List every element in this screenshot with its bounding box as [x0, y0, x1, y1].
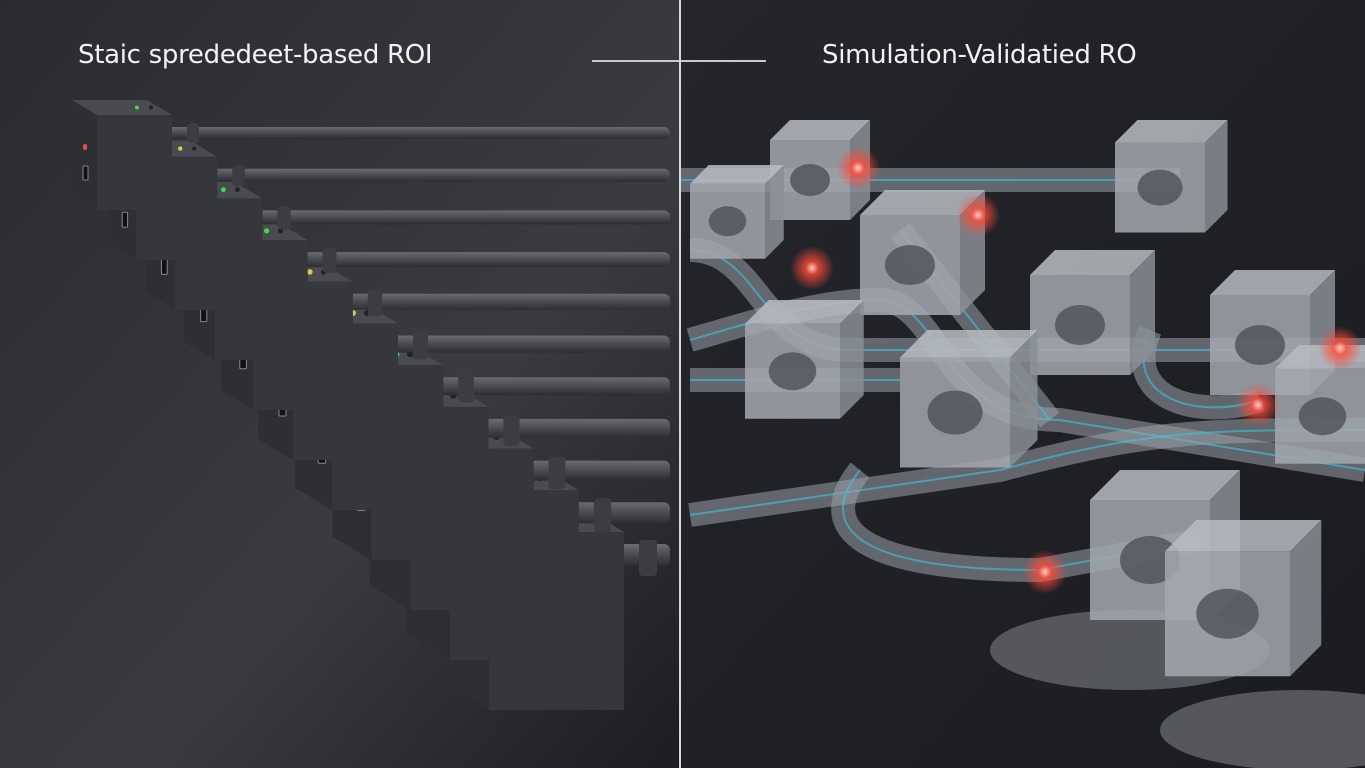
pipe [342, 293, 670, 310]
button-dot [149, 105, 153, 110]
fluid-blob [1298, 397, 1347, 436]
left-panel-title: Staic sprededeet-based ROI [78, 40, 433, 70]
pipe [207, 168, 670, 182]
status-led [264, 228, 270, 234]
cube-top [770, 120, 870, 140]
pipe-coupling [232, 164, 245, 187]
sensor-box-top [72, 100, 172, 115]
cube-top [860, 190, 985, 215]
leak-glow [836, 146, 880, 190]
side-led [83, 144, 87, 150]
cube-side [1290, 520, 1322, 677]
fluid-blob [790, 164, 830, 196]
fluid-blob [927, 390, 983, 435]
fluid-blob [768, 352, 817, 391]
status-led [307, 269, 313, 275]
water-puddle [1160, 690, 1365, 768]
button-dot [235, 187, 240, 193]
cube-side [1205, 120, 1228, 233]
cube-top [1090, 470, 1240, 500]
pipe-coupling [593, 498, 612, 533]
cube-top [745, 300, 864, 324]
cube-top [1030, 250, 1155, 275]
pipe-coupling [367, 289, 383, 317]
pipe-coupling [322, 248, 337, 273]
button-dot [192, 146, 197, 151]
port [160, 257, 168, 275]
leak-glow [1023, 550, 1067, 594]
cube-top [900, 330, 1038, 358]
cube-side [765, 165, 784, 259]
port [121, 211, 129, 228]
pipe-coupling [277, 206, 291, 230]
leak-glow [1318, 326, 1362, 370]
sensor-box-front [97, 115, 172, 210]
panel-divider [679, 0, 681, 768]
leak-glow [790, 246, 834, 290]
pipe [252, 210, 670, 225]
pipe-coupling [548, 456, 566, 490]
status-led [221, 187, 226, 193]
fluid-blob [885, 245, 935, 285]
fluid-blob [1137, 169, 1183, 206]
pipe-coupling [413, 331, 428, 360]
fluid-blob [1196, 588, 1259, 639]
sensor-boxes-group [72, 100, 670, 710]
pipe [388, 335, 670, 353]
pipe [523, 460, 670, 481]
pipe [568, 502, 670, 524]
flow-line [842, 469, 1201, 572]
cube-top [1210, 270, 1335, 295]
pipe-coupling [187, 123, 199, 143]
cube-top [690, 165, 784, 184]
pipe-coupling [503, 414, 520, 447]
cube-side [1010, 330, 1038, 468]
cube-top [1165, 520, 1322, 552]
simulation-network-group [680, 120, 1365, 768]
right-panel-title: Simulation-Validatied RO [822, 40, 1137, 70]
fluid-blob [1055, 305, 1105, 345]
pipe-coupling [639, 540, 657, 576]
cube-side [840, 300, 864, 419]
fluid-blob [708, 206, 747, 237]
fluid-blob [1235, 325, 1285, 365]
pipe [478, 418, 670, 438]
leak-glow [956, 193, 1000, 237]
leak-glow [1236, 383, 1280, 427]
cube-side [1130, 250, 1155, 375]
pipe [433, 377, 670, 396]
pipe-coupling [458, 373, 474, 403]
status-led [178, 146, 183, 151]
status-led [135, 105, 139, 110]
cube-top [1115, 120, 1228, 143]
pipe [162, 127, 670, 139]
pipe [297, 252, 670, 268]
port [82, 165, 89, 181]
